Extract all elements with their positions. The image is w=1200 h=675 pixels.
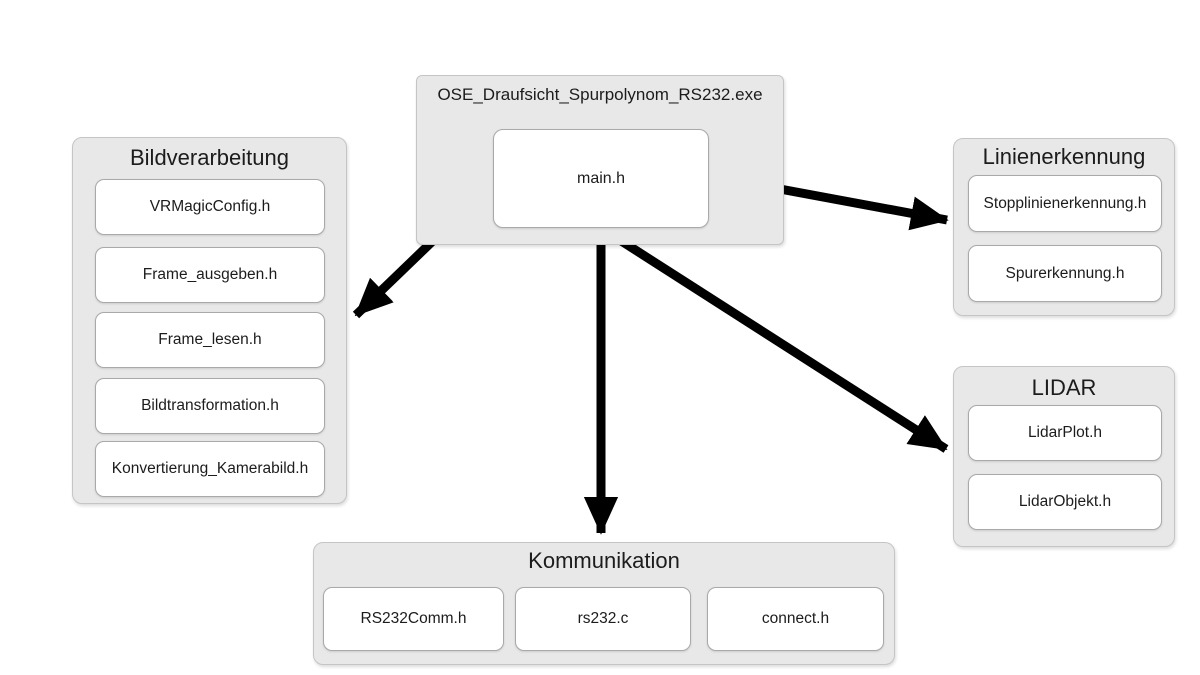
group-bildverarbeitung-title: Bildverarbeitung [130,145,289,170]
group-kommunikation: Kommunikation RS232Comm.h rs232.c connec… [313,542,895,665]
group-exe: OSE_Draufsicht_Spurpolynom_RS232.exe mai… [416,75,784,245]
node-konvertierung-kamerabild: Konvertierung_Kamerabild.h [95,441,325,497]
node-lidarobjekt: LidarObjekt.h [968,474,1162,530]
node-bildtransformation: Bildtransformation.h [95,378,325,434]
node-frame-ausgeben: Frame_ausgeben.h [95,247,325,303]
group-linienerkennung-title: Linienerkennung [982,144,1146,169]
exe-group-title: OSE_Draufsicht_Spurpolynom_RS232.exe [437,85,763,104]
node-stopplinienerkennung: Stopplinienerkennung.h [968,175,1162,232]
node-rs232c: rs232.c [515,587,691,651]
group-lidar-title: LIDAR [1031,375,1097,400]
group-kommunikation-title: Kommunikation [528,548,680,573]
node-rs232comm: RS232Comm.h [323,587,504,651]
node-main-h: main.h [493,129,709,228]
node-spurerkennung: Spurerkennung.h [968,245,1162,302]
node-vrmagicconfig: VRMagicConfig.h [95,179,325,235]
group-linienerkennung: Linienerkennung Stopplinienerkennung.h S… [953,138,1175,316]
node-frame-lesen: Frame_lesen.h [95,312,325,368]
group-bildverarbeitung: Bildverarbeitung VRMagicConfig.h Frame_a… [72,137,347,504]
node-connect: connect.h [707,587,884,651]
arrow-main-to-lidar [598,224,949,453]
node-lidarplot: LidarPlot.h [968,405,1162,461]
group-lidar: LIDAR LidarPlot.h LidarObjekt.h [953,366,1175,547]
